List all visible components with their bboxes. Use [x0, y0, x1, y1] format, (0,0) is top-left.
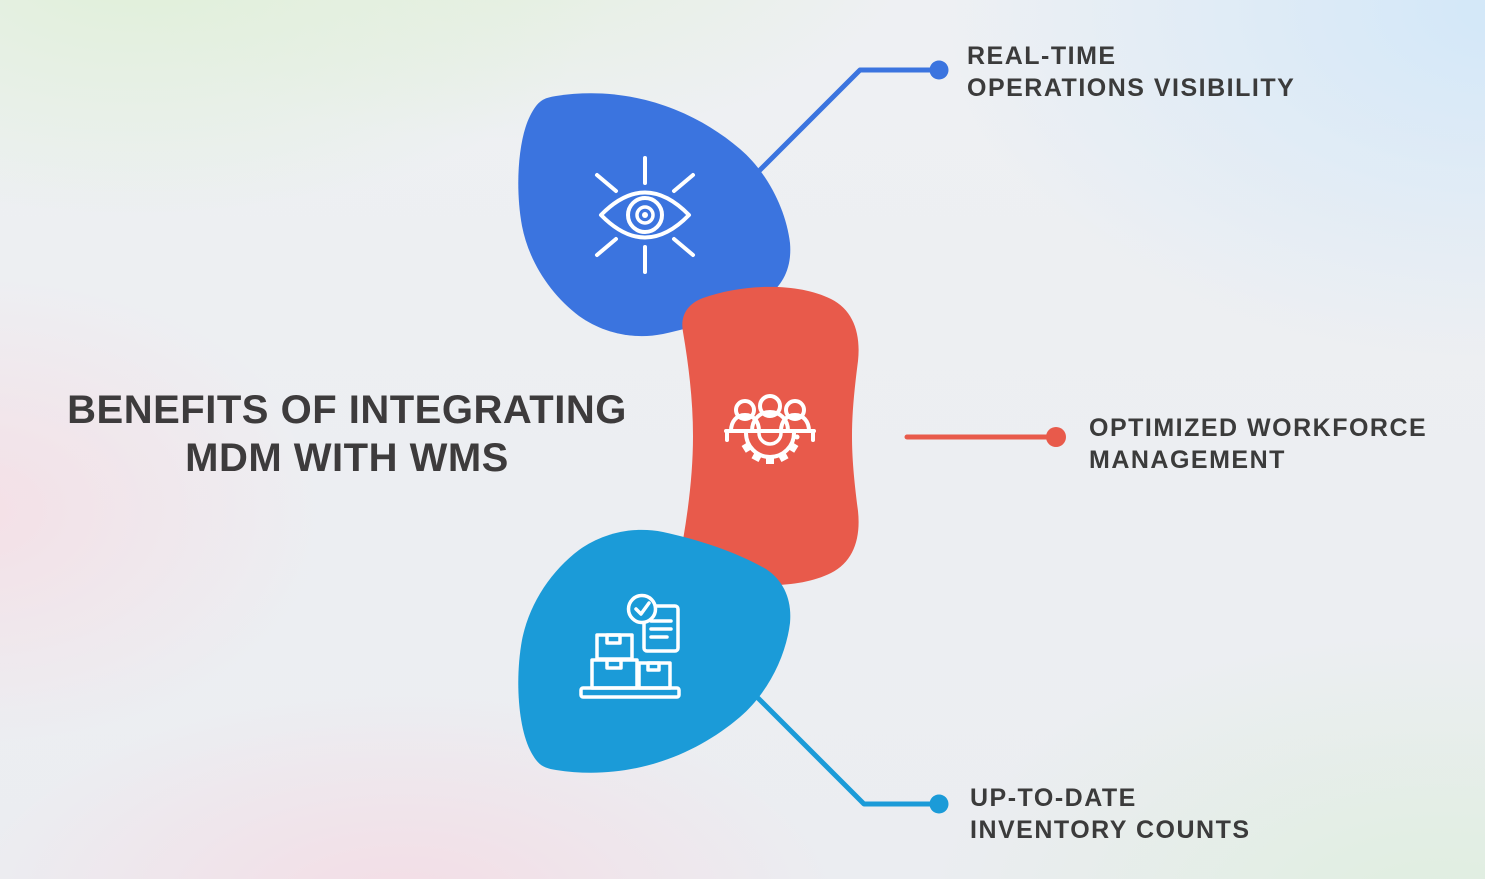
person-shoulders-left: [729, 413, 761, 433]
benefit-label-inventory-line-1: UP-TO-DATE: [970, 784, 1137, 812]
person-shoulders-right: [779, 413, 811, 433]
title-line-1: BENEFITS OF INTEGRATING: [67, 388, 627, 432]
box-top-tape: [605, 633, 622, 645]
benefit-group-workforce: [682, 286, 1066, 586]
benefit-label-workforce: OPTIMIZED WORKFORCE MANAGEMENT: [1089, 412, 1427, 476]
benefit-group-real-time: [518, 60, 949, 337]
connector-dot-real-time: [929, 60, 949, 80]
inventory-boxes-icon: [579, 593, 681, 699]
person-shoulders-center: [750, 410, 790, 433]
eye-iris-inner: [635, 205, 655, 225]
benefit-label-inventory-line-2: INVENTORY COUNTS: [970, 816, 1251, 844]
box-bottom-right-tape: [646, 661, 661, 672]
gear-teeth: [741, 441, 799, 464]
eye-ray-nw: [595, 173, 618, 193]
gear-dot: [794, 434, 800, 440]
benefit-label-workforce-line-1: OPTIMIZED WORKFORCE: [1089, 414, 1428, 442]
eye-ray-ne: [672, 173, 695, 193]
check-circle: [626, 593, 658, 625]
blob-workforce: [682, 286, 859, 586]
check-mark: [634, 601, 651, 616]
benefit-label-real-time: REAL-TIME OPERATIONS VISIBILITY: [967, 40, 1295, 104]
title-line-2: MDM WITH WMS: [185, 436, 509, 480]
eye-iris-outer: [626, 196, 664, 234]
benefit-label-inventory: UP-TO-DATE INVENTORY COUNTS: [970, 782, 1251, 846]
person-head-center: [758, 394, 782, 418]
person-head-left: [734, 399, 756, 421]
benefit-label-real-time-line-1: REAL-TIME: [967, 42, 1117, 70]
connector-dot-workforce: [1046, 427, 1066, 447]
eye-outline: [599, 190, 691, 240]
benefit-label-workforce-line-2: MANAGEMENT: [1089, 446, 1286, 474]
eye-ray-se: [672, 237, 695, 257]
eye-pupil: [642, 212, 648, 218]
page-title: BENEFITS OF INTEGRATING MDM WITH WMS: [27, 386, 667, 482]
connector-dot-inventory: [929, 794, 949, 814]
connector-line-real-time: [757, 67, 934, 173]
person-head-right: [784, 399, 806, 421]
workforce-gear-icon: [724, 394, 816, 464]
connector-line-inventory: [742, 682, 934, 807]
benefit-group-inventory: [518, 529, 949, 814]
checklist-document: [642, 604, 680, 653]
benefit-label-real-time-line-2: OPERATIONS VISIBILITY: [967, 74, 1296, 102]
gear-inner-arc: [757, 431, 783, 446]
eye-ray-sw: [595, 237, 618, 257]
eye-icon: [595, 156, 695, 274]
